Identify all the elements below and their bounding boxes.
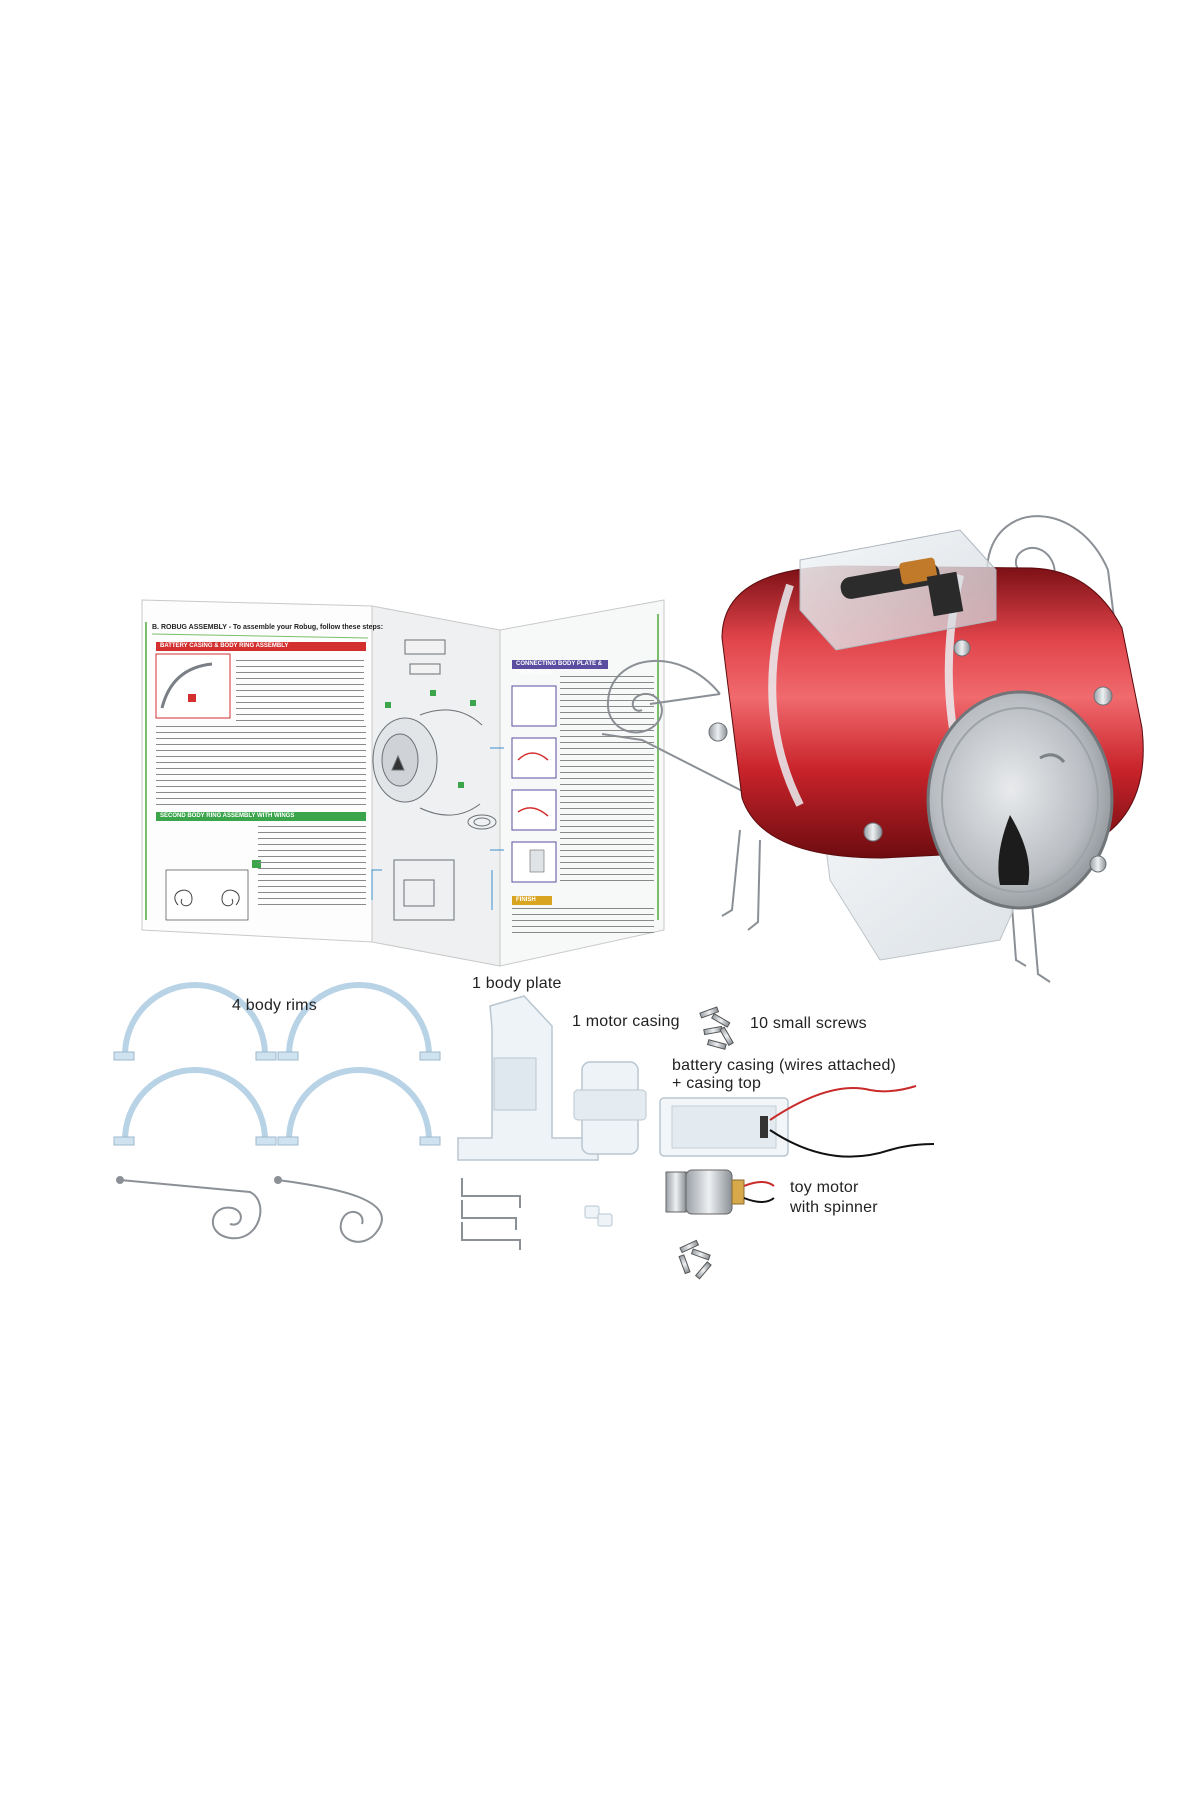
body-rims [122,982,432,1141]
label-body-plate: 1 body plate [472,975,562,992]
assembled-robug [601,515,1144,983]
motor-casing [573,1061,647,1155]
battery-casing [659,1085,935,1158]
toy-motor [665,1169,775,1215]
spacers [584,1205,613,1227]
body-plate [457,995,599,1161]
small-screws-bottom [678,1239,712,1280]
label-battery-casing-2: + casing top [672,1075,762,1092]
booklet-paragraph [560,676,654,886]
booklet-paragraph [156,726,366,806]
label-body-rims: 4 body rims [232,997,317,1014]
booklet-section-battery: BATTERY CASING & BODY RING ASSEMBLY [156,642,366,651]
booklet-section-finish: FINISH [512,896,552,905]
booklet-paragraph [258,826,366,906]
label-toy-motor-2: with spinner [790,1199,878,1216]
label-toy-motor-1: toy motor [790,1179,859,1196]
booklet-heading: B. ROBUG ASSEMBLY - To assemble your Rob… [152,624,384,631]
battery-holder [799,529,997,651]
label-battery-casing-1: battery casing (wires attached) [672,1057,897,1074]
label-motor-casing: 1 motor casing [572,1013,680,1030]
label-small-screws: 10 small screws [750,1015,867,1032]
booklet-paragraph [512,908,654,938]
wire-legs [461,1178,521,1250]
small-screws [699,1006,734,1050]
wire-wings [116,1176,383,1243]
booklet-section-wings: SECOND BODY RING ASSEMBLY WITH WINGS [156,812,366,821]
booklet-section-legs: CONNECTING BODY PLATE & FOUR LEGS [512,660,608,676]
